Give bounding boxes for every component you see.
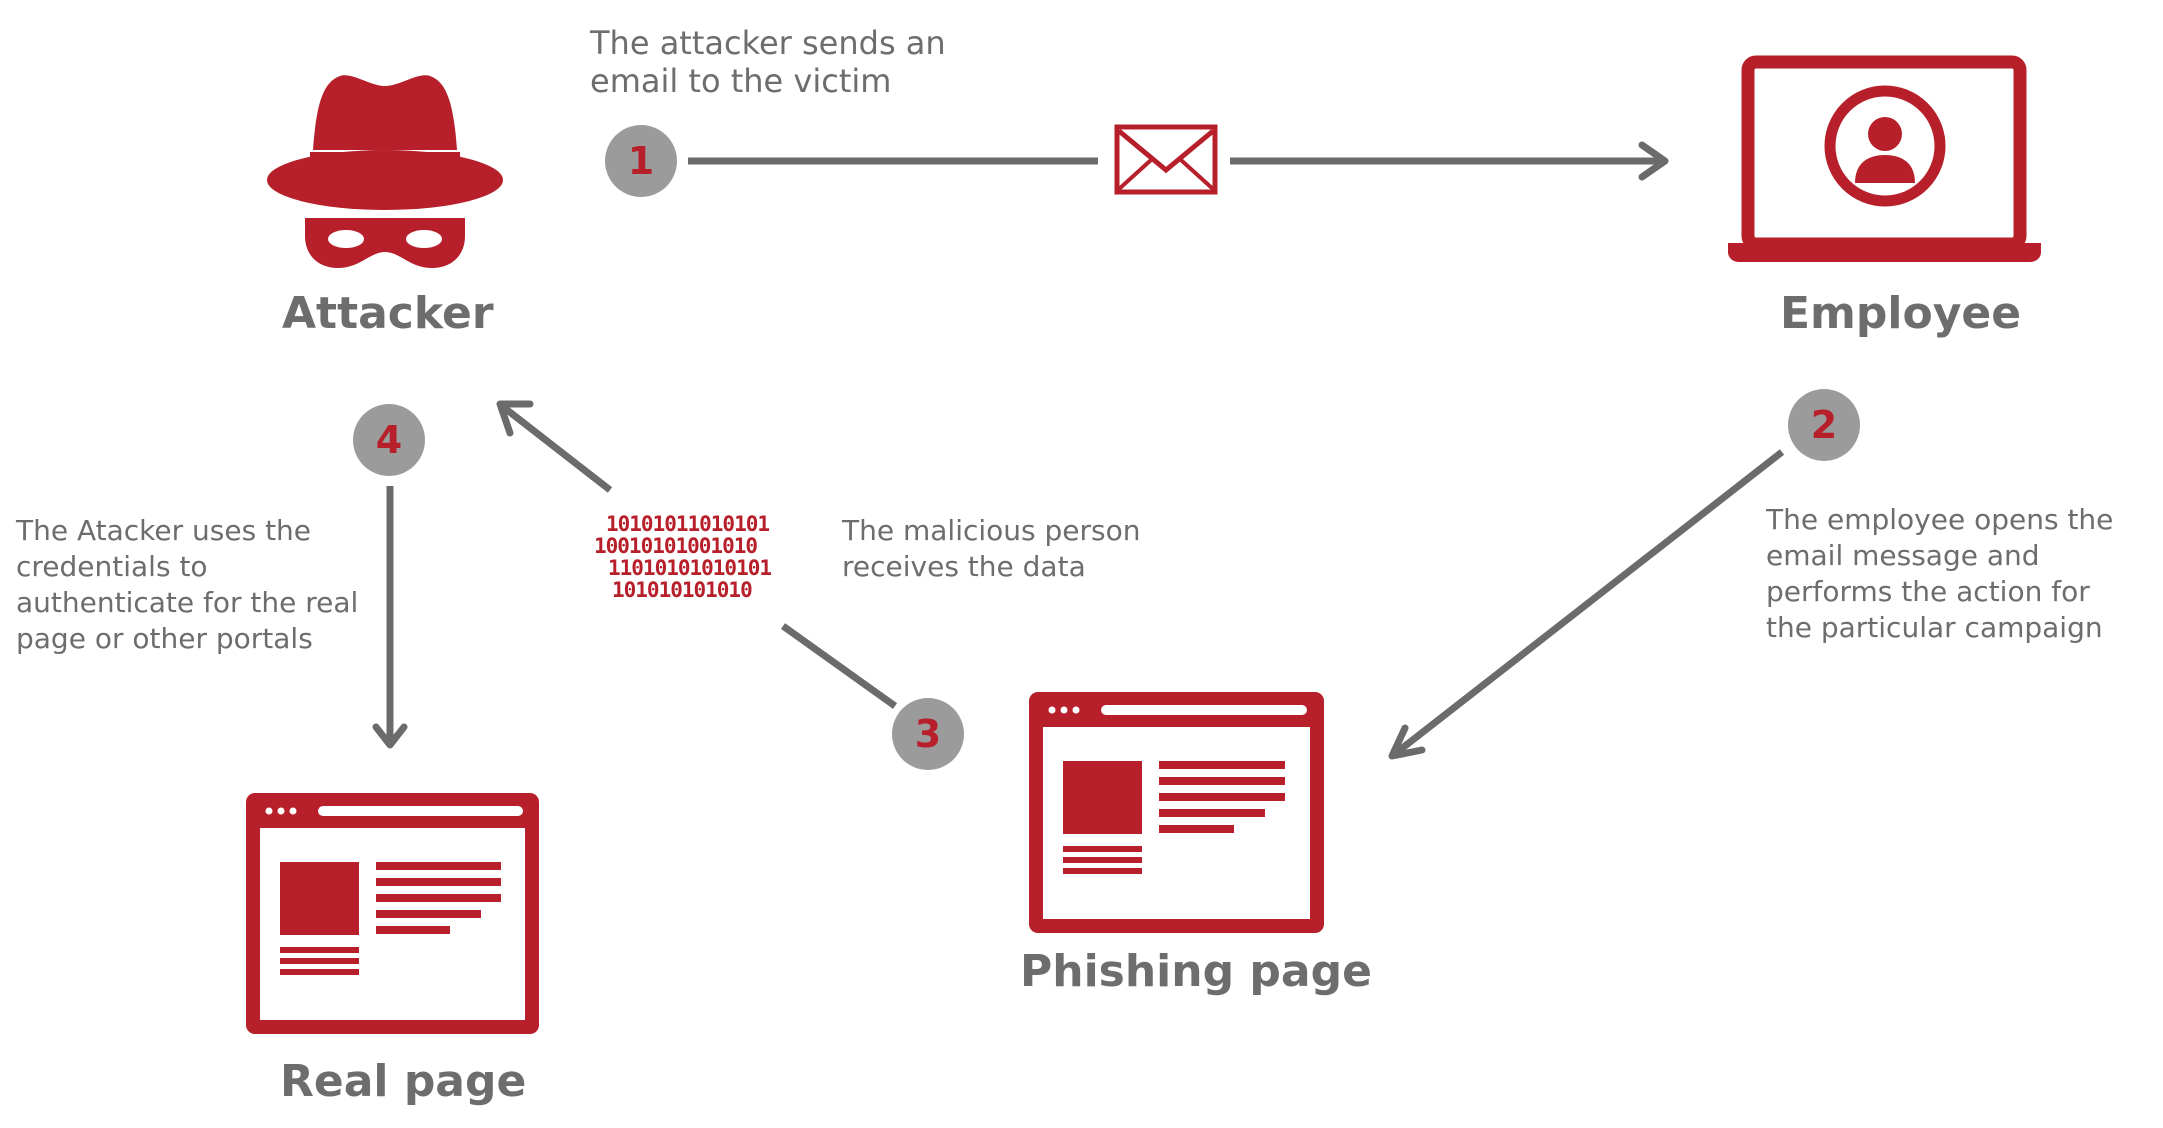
binary-data: 10101011010101 10010101001010 1101010101… — [594, 512, 772, 602]
binary-line: 11010101010101 — [608, 556, 772, 580]
description-line: the particular campaign — [1766, 611, 2103, 644]
arrow-attacker-to-employee — [688, 141, 1669, 181]
step-number: 1 — [628, 139, 654, 183]
binary-line: 10010101001010 — [594, 534, 758, 558]
step-badge-1: 1 — [605, 125, 677, 197]
description-line: page or other portals — [16, 622, 313, 655]
description-line: receives the data — [842, 550, 1086, 583]
employee-label: Employee — [1780, 288, 2022, 339]
attacker-label: Attacker — [282, 288, 494, 339]
browser-window-icon — [246, 793, 539, 1034]
arrow-phishing-to-attacker — [496, 400, 898, 709]
step-number: 2 — [1811, 403, 1837, 447]
real-page-label: Real page — [280, 1056, 527, 1107]
description-line: email to the victim — [590, 62, 892, 100]
hat-mask-icon — [267, 75, 503, 268]
laptop-user-icon — [1728, 55, 2041, 262]
step-number: 3 — [915, 712, 941, 756]
step-4-description: The Atacker uses the credentials to auth… — [16, 513, 358, 657]
description-line: credentials to — [16, 550, 208, 583]
step-number: 4 — [376, 418, 402, 462]
phishing-page-label: Phishing page — [1020, 946, 1372, 997]
step-3-description: The malicious person receives the data — [842, 513, 1140, 585]
description-line: The employee opens the — [1766, 503, 2114, 536]
arrow-attacker-to-real-page — [372, 486, 408, 749]
arrow-employee-to-phishing — [1388, 449, 1785, 760]
step-1-description: The attacker sends an email to the victi… — [590, 24, 946, 100]
description-line: authenticate for the real — [16, 586, 359, 619]
step-2-description: The employee opens the email message and… — [1766, 502, 2113, 646]
step-badge-2: 2 — [1788, 389, 1860, 461]
description-line: performs the action for — [1766, 575, 2090, 608]
step-badge-3: 3 — [892, 698, 964, 770]
browser-window-icon — [1029, 692, 1324, 933]
description-line: The attacker sends an — [590, 24, 946, 62]
step-badge-4: 4 — [353, 404, 425, 476]
description-line: email message and — [1766, 539, 2040, 572]
binary-line: 101010101010 — [612, 578, 753, 602]
description-line: The malicious person — [842, 514, 1141, 547]
envelope-icon — [1114, 124, 1218, 195]
description-line: The Atacker uses the — [16, 514, 312, 547]
binary-line: 10101011010101 — [606, 512, 770, 536]
